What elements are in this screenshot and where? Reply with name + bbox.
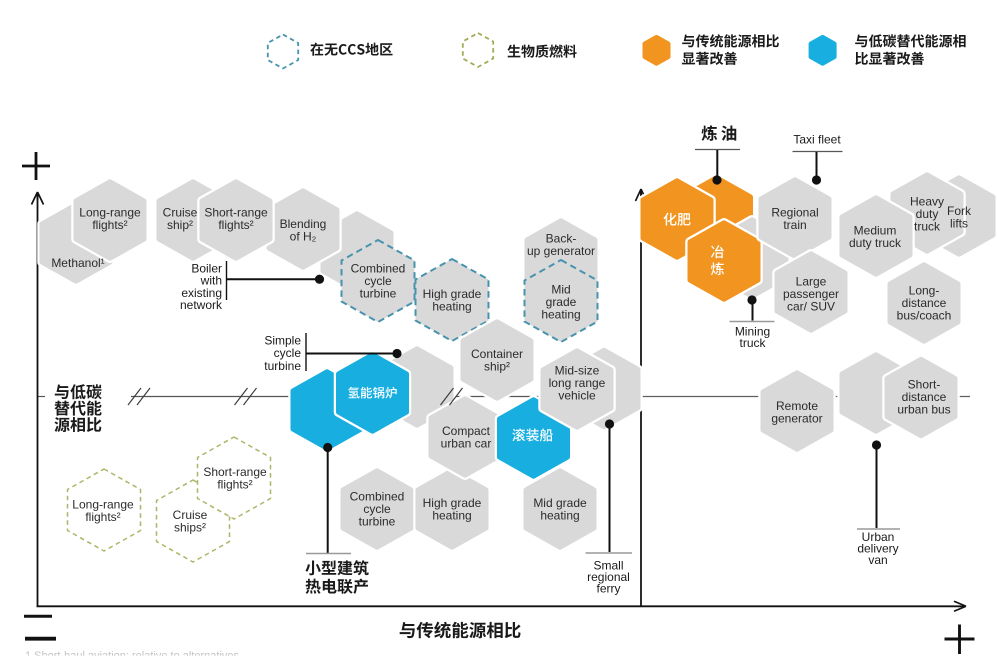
svg-text:Taxi fleet: Taxi fleet — [793, 133, 841, 147]
svg-text:Methanol¹: Methanol¹ — [51, 256, 104, 270]
svg-text:Back-up generator: Back-up generator — [527, 232, 595, 259]
